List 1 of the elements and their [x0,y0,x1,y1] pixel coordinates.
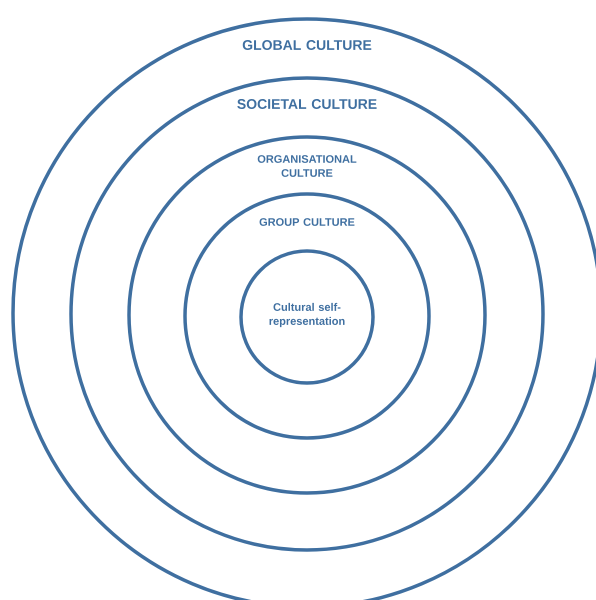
culture-ring: Cultural self-representation [239,249,375,385]
